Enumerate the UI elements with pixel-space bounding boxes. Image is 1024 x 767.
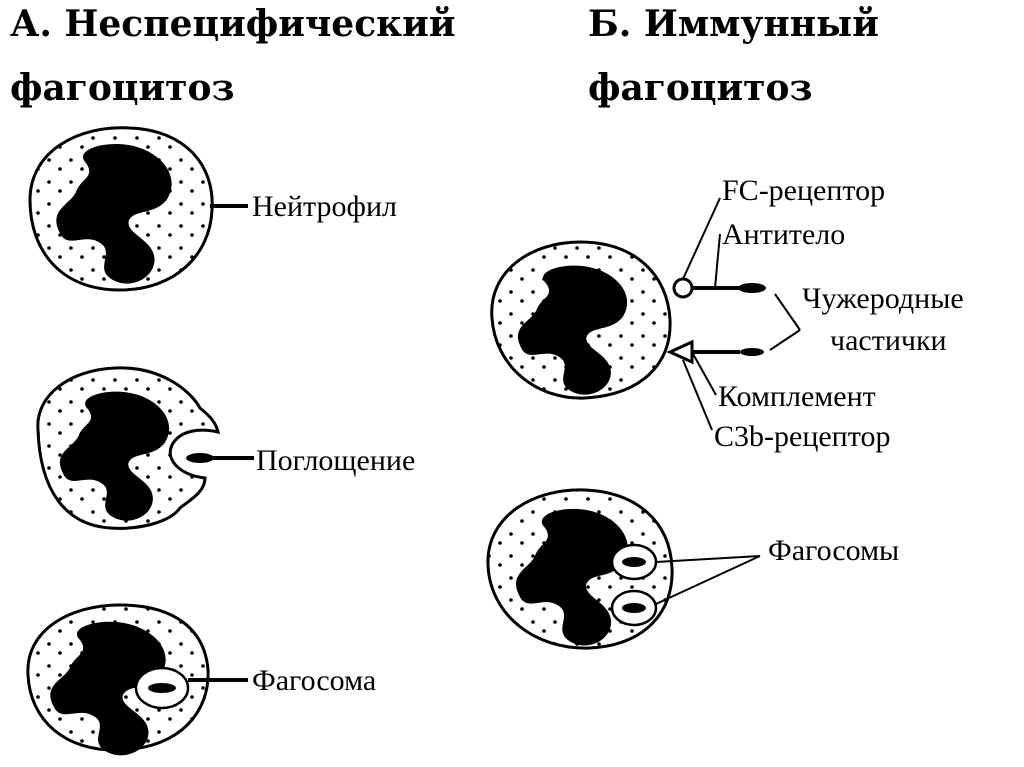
phagosomes-cell (486, 488, 674, 650)
engulfed-particle (186, 453, 214, 463)
antibody-leader (714, 233, 721, 289)
c3b-receptor-leader (682, 359, 713, 431)
label-phagosome: Фагосома (252, 664, 376, 697)
phagosome-particle-lower (622, 603, 646, 613)
complement-bound-particle (740, 348, 764, 356)
panel-a-title-line2: фагоцитоз (10, 67, 234, 109)
engulfing-cell (36, 366, 221, 530)
panel-b-title-line1: Б. Иммунный (588, 3, 879, 45)
label-foreign-particles-1: Чужеродные (802, 282, 964, 315)
label-foreign-particles-2: частички (830, 324, 947, 357)
c3b-receptor-shape (666, 339, 694, 365)
label-neutrophil: Нейтрофил (252, 190, 397, 223)
panel-a-title: А. Неспецифический фагоцитоз (10, 3, 456, 109)
label-c3b-receptor: C3b-рецептор (714, 420, 890, 453)
label-antibody: Антитело (722, 218, 845, 251)
panel-a-title-line1: А. Неспецифический (10, 3, 456, 45)
neutrophil-cell (28, 126, 214, 292)
label-engulfment: Поглощение (256, 444, 415, 477)
complement-leader (691, 351, 717, 396)
panel-b-title: Б. Иммунный фагоцитоз (588, 3, 879, 109)
phagosome-particle-upper (622, 557, 646, 567)
antibody-bound-particle (738, 283, 766, 293)
panel-b-title-line2: фагоцитоз (588, 67, 812, 109)
immune-cell (490, 240, 672, 400)
fc-receptor-leader (682, 197, 721, 280)
phagosomes-leader (655, 555, 761, 605)
phagosome-particle (148, 683, 176, 693)
phagosome-cell (26, 603, 210, 756)
label-complement: Комплемент (718, 380, 876, 413)
foreign-particles-bracket (769, 293, 801, 351)
label-fc-receptor: FC-рецептор (722, 174, 885, 207)
label-phagosomes: Фагосомы (768, 534, 899, 567)
fc-receptor-shape (672, 277, 694, 299)
